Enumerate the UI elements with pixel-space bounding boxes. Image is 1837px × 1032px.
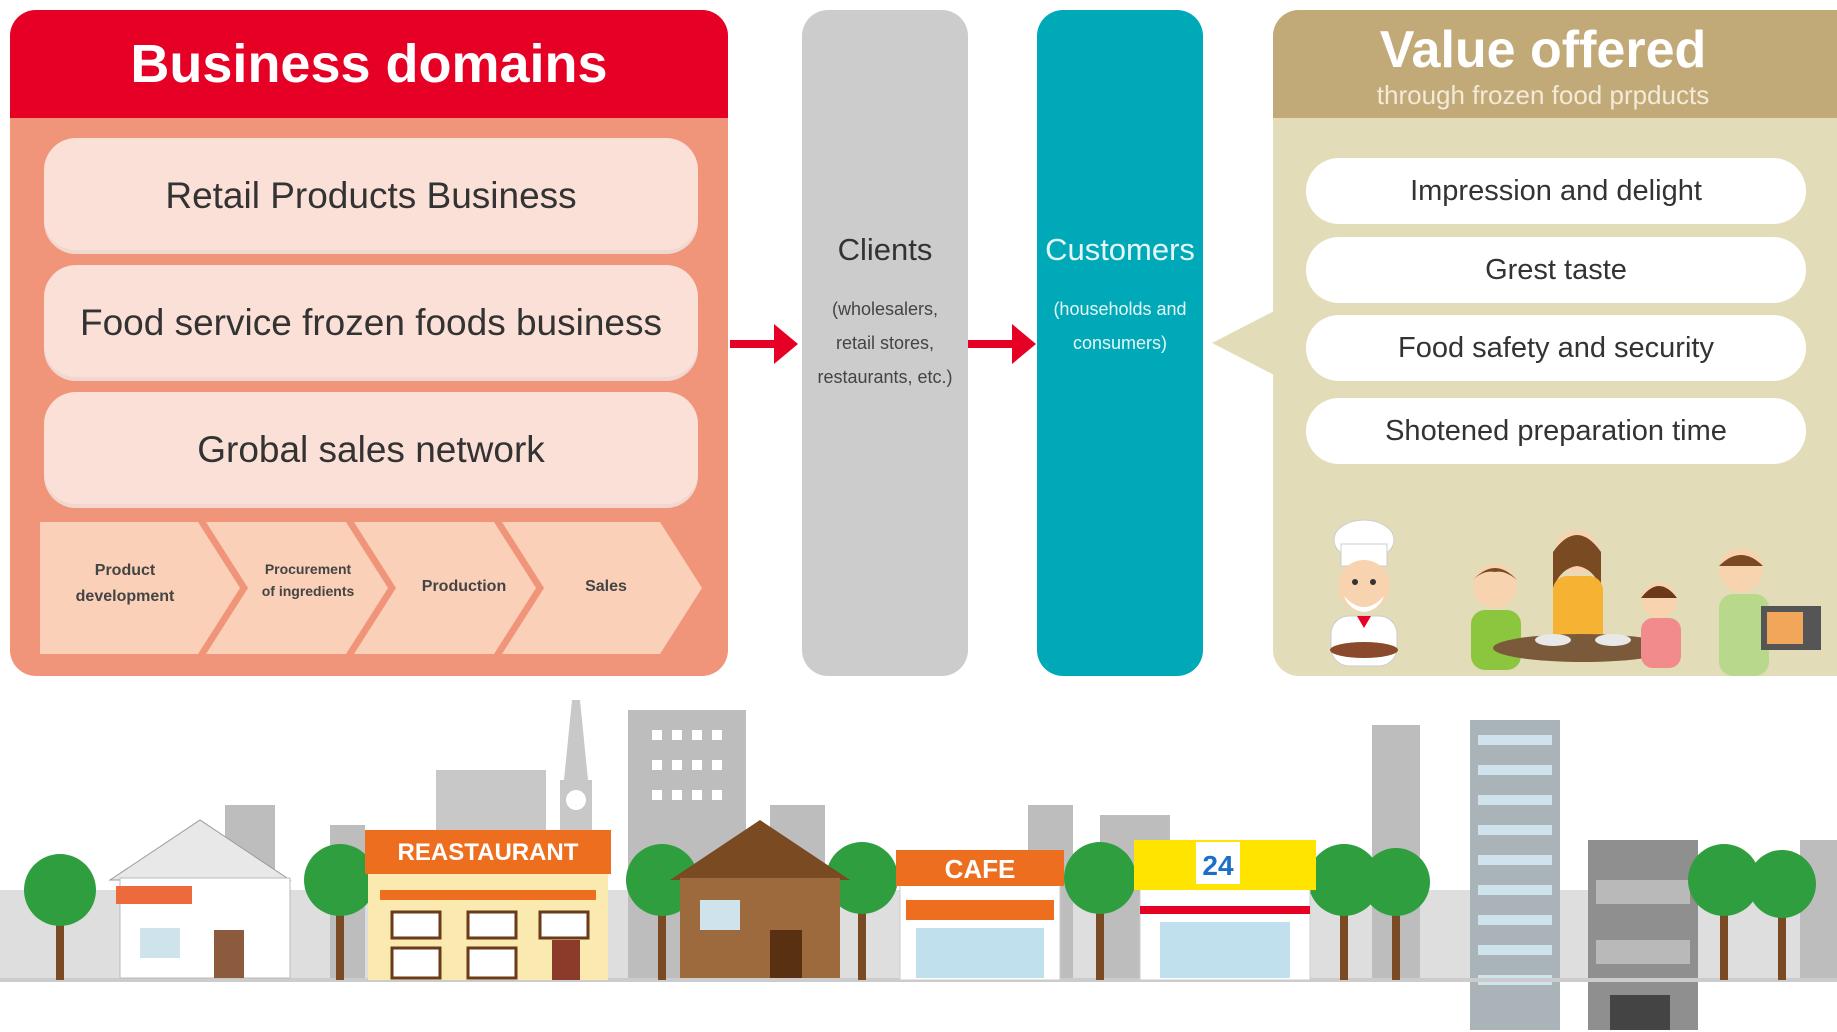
value-item-safety: Food safety and security bbox=[1306, 315, 1806, 381]
chain-step-4: Sales bbox=[585, 578, 627, 595]
arrow-right-icon bbox=[730, 324, 798, 364]
chain-step-3: Production bbox=[421, 578, 507, 595]
cafe-sign: CAFE bbox=[945, 854, 1016, 884]
clients-sub-line: restaurants, etc.) bbox=[817, 367, 953, 388]
customers-sub-line: consumers) bbox=[1072, 333, 1168, 354]
customers-description: (households and consumers) bbox=[1037, 292, 1203, 360]
value-subtitle: through frozen food prpducts bbox=[1376, 80, 1710, 110]
value-title: Value offered bbox=[1379, 21, 1707, 79]
customers-sub-line: (households and bbox=[1053, 299, 1187, 319]
value-chain bbox=[40, 522, 702, 654]
domain-item-retail: Retail Products Business bbox=[44, 138, 698, 254]
customers-column: Customers (households and consumers) bbox=[1037, 10, 1203, 676]
chain-step-1-line1: Product bbox=[94, 562, 156, 579]
family-illustration bbox=[1471, 530, 1821, 676]
chain-step-2: Procurement of ingredients bbox=[238, 558, 378, 603]
value-item-preparation: Shotened preparation time bbox=[1306, 398, 1806, 464]
chain-step-1-shape bbox=[40, 522, 240, 654]
chain-step-3-shape bbox=[354, 522, 536, 654]
restaurant-sign: REASTAURANT bbox=[398, 839, 579, 866]
domain-item-food-service: Food service frozen foods business bbox=[44, 265, 698, 381]
clients-title: Clients bbox=[837, 232, 933, 267]
city-skyline-illustration: REASTAURANT CAFE 24 bbox=[0, 700, 1837, 1030]
value-item-impression: Impression and delight bbox=[1306, 158, 1806, 224]
clients-sub-line: retail stores, bbox=[835, 333, 935, 354]
business-domains-title: Business domains bbox=[10, 10, 728, 118]
chain-step-2-shape bbox=[206, 522, 388, 654]
clients-sub-line: (wholesalers, bbox=[831, 299, 939, 319]
arrow-right-icon bbox=[968, 324, 1036, 364]
clients-description: (wholesalers, retail stores, restaurants… bbox=[802, 292, 968, 395]
value-item-taste: Grest taste bbox=[1306, 237, 1806, 303]
business-domains-panel: Business domains Retail Products Busines… bbox=[10, 10, 728, 676]
chain-step-4-shape bbox=[502, 522, 702, 654]
store-sign: 24 bbox=[1202, 850, 1234, 881]
chain-step-2-line1: Procurement bbox=[264, 561, 352, 577]
chain-step-1: Product development bbox=[50, 558, 200, 609]
domain-item-global-sales: Grobal sales network bbox=[44, 392, 698, 508]
speech-pointer bbox=[1212, 310, 1276, 376]
value-header bbox=[1273, 10, 1837, 118]
clients-column: Clients (wholesalers, retail stores, res… bbox=[802, 10, 968, 676]
customers-title: Customers bbox=[1045, 232, 1195, 267]
value-offered-panel: Value offered through frozen food prpduc… bbox=[1273, 10, 1837, 676]
chain-step-1-line2: development bbox=[75, 587, 175, 605]
chef-illustration bbox=[1330, 519, 1398, 667]
chain-step-2-line2: of ingredients bbox=[261, 583, 355, 600]
